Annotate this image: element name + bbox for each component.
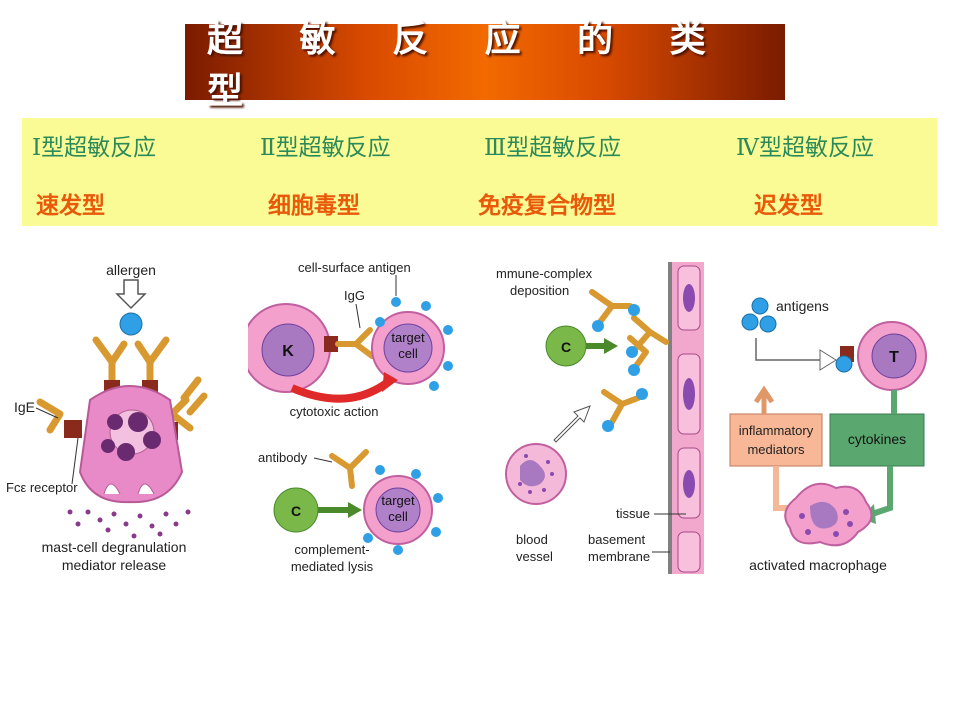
neutrophil-granules	[518, 454, 554, 494]
immune-complex-label-2: deposition	[510, 283, 569, 298]
tissue-wall	[668, 262, 704, 574]
surface-antigens-2	[363, 465, 443, 555]
hypersensitivity-types-band: Ⅰ型超敏反应 速发型 Ⅱ型超敏反应 细胞毒型 Ⅲ型超敏反应 免疫复合物型 Ⅳ型超…	[22, 118, 937, 226]
degranulation-pore-right	[137, 483, 155, 495]
type-1-alias: 速发型	[36, 192, 105, 219]
complement-arrow-head	[348, 502, 362, 518]
blood-vessel-label-2: vessel	[516, 549, 553, 564]
antigens-cluster	[741, 297, 777, 333]
type-3-alias: 免疫复合物型	[478, 192, 616, 219]
type-1-name: Ⅰ型超敏反应	[32, 135, 157, 161]
activated-macrophage-label: activated macrophage	[749, 557, 887, 573]
fce-receptor-pointer	[71, 437, 79, 485]
blood-vessel-label-1: blood	[516, 532, 548, 547]
antigen-arrow	[755, 338, 820, 361]
inflammatory-label-2: mediators	[747, 442, 805, 457]
type-3-name: Ⅲ型超敏反应	[484, 135, 622, 161]
type-4-alias: 迟发型	[754, 192, 823, 219]
down-arrow-icon	[115, 279, 147, 310]
inflammatory-mediators-box	[729, 413, 823, 467]
mast-cell-caption-1: mast-cell degranulation	[42, 539, 187, 555]
inflammatory-label-1: inflammatory	[739, 423, 814, 438]
target-cell-1-label-b: cell	[398, 346, 418, 361]
cytokines-box	[829, 413, 925, 467]
ige-label: IgE	[14, 399, 35, 415]
antibody-label: antibody	[258, 450, 308, 465]
antigen-arrow-fill	[752, 338, 820, 364]
tissue-label: tissue	[616, 506, 650, 521]
cytotoxic-arrow-head	[382, 372, 398, 392]
mast-cell-caption-2: mediator release	[62, 557, 166, 573]
type-2-alias: 细胞毒型	[268, 192, 360, 219]
degranulation-pore-left	[103, 483, 121, 495]
target-cell-1-label-a: target	[391, 330, 425, 345]
target-cell-2-label-b: cell	[388, 509, 408, 524]
presented-antigen	[835, 355, 853, 373]
target-cell-2-label-a: target	[381, 493, 415, 508]
page-title: 超 敏 反 应 的 类 型	[207, 19, 728, 112]
complement-lysis-label-2: mediated lysis	[291, 559, 374, 574]
igg-pointer	[355, 303, 361, 329]
type-4-name: Ⅳ型超敏反应	[736, 135, 874, 161]
ige-pointer	[35, 407, 59, 419]
target-cell-2-nucleus	[375, 487, 421, 533]
neutrophil-nucleus	[520, 460, 545, 487]
immune-complex-antigens	[592, 304, 648, 432]
type-2-diagram: cell-surface antigen IgG K target cell c…	[241, 260, 456, 574]
allergen-label: allergen	[106, 262, 156, 278]
antigens-label: antigens	[776, 298, 829, 314]
released-mediators	[67, 509, 191, 539]
igg-antibody-1	[335, 327, 375, 359]
complement-lysis-label-1: complement-	[294, 542, 369, 557]
t-cell-label: T	[889, 349, 899, 366]
basement-membrane-label-1: basement	[588, 532, 645, 547]
cytokines-label: cytokines	[848, 431, 906, 447]
igg-antibody-2	[329, 449, 369, 489]
cytotoxic-arrow	[290, 378, 391, 403]
up-right-arrow-icon	[553, 405, 591, 443]
inflammatory-up-arrow	[753, 385, 775, 414]
surface-antigens-1	[375, 297, 453, 391]
basement-membrane-label-2: membrane	[588, 549, 650, 564]
immune-complex-label-1: mmune-complex	[496, 266, 593, 281]
granules	[101, 412, 161, 461]
target-cell-1-nucleus	[383, 323, 433, 373]
type-3-diagram: mmune-complex deposition C	[496, 262, 704, 574]
igg-label: IgG	[344, 288, 365, 303]
antigen-arrow-head	[819, 349, 837, 371]
type-1-diagram: allergen	[0, 262, 228, 574]
immune-complexes	[589, 289, 669, 425]
antibody-pointer	[313, 457, 333, 463]
t-cell-nucleus	[871, 333, 917, 379]
fc-receptor-k	[324, 336, 338, 352]
cytotoxic-action-label: cytotoxic action	[290, 404, 379, 419]
type-2-name: Ⅱ型超敏反应	[260, 135, 391, 161]
fce-receptor-label: Fcε receptor	[6, 480, 78, 495]
cytokines-to-macrophage-line	[871, 466, 893, 517]
k-cell-label: K	[282, 343, 294, 360]
macrophage-granules	[799, 509, 853, 537]
allergen-dot	[119, 312, 143, 336]
complement-arrow-head	[604, 338, 618, 354]
title-banner: 超 敏 反 应 的 类 型	[185, 19, 785, 112]
macrophage-nucleus	[810, 501, 838, 529]
k-cell-nucleus	[261, 323, 315, 377]
ige-antibodies	[36, 336, 208, 434]
type-4-diagram: antigens T inflammatory mediators cytoki…	[724, 262, 928, 574]
cell-surface-antigen-label: cell-surface antigen	[298, 262, 411, 275]
complement-label: C	[561, 339, 571, 355]
complement-label: C	[291, 503, 301, 519]
